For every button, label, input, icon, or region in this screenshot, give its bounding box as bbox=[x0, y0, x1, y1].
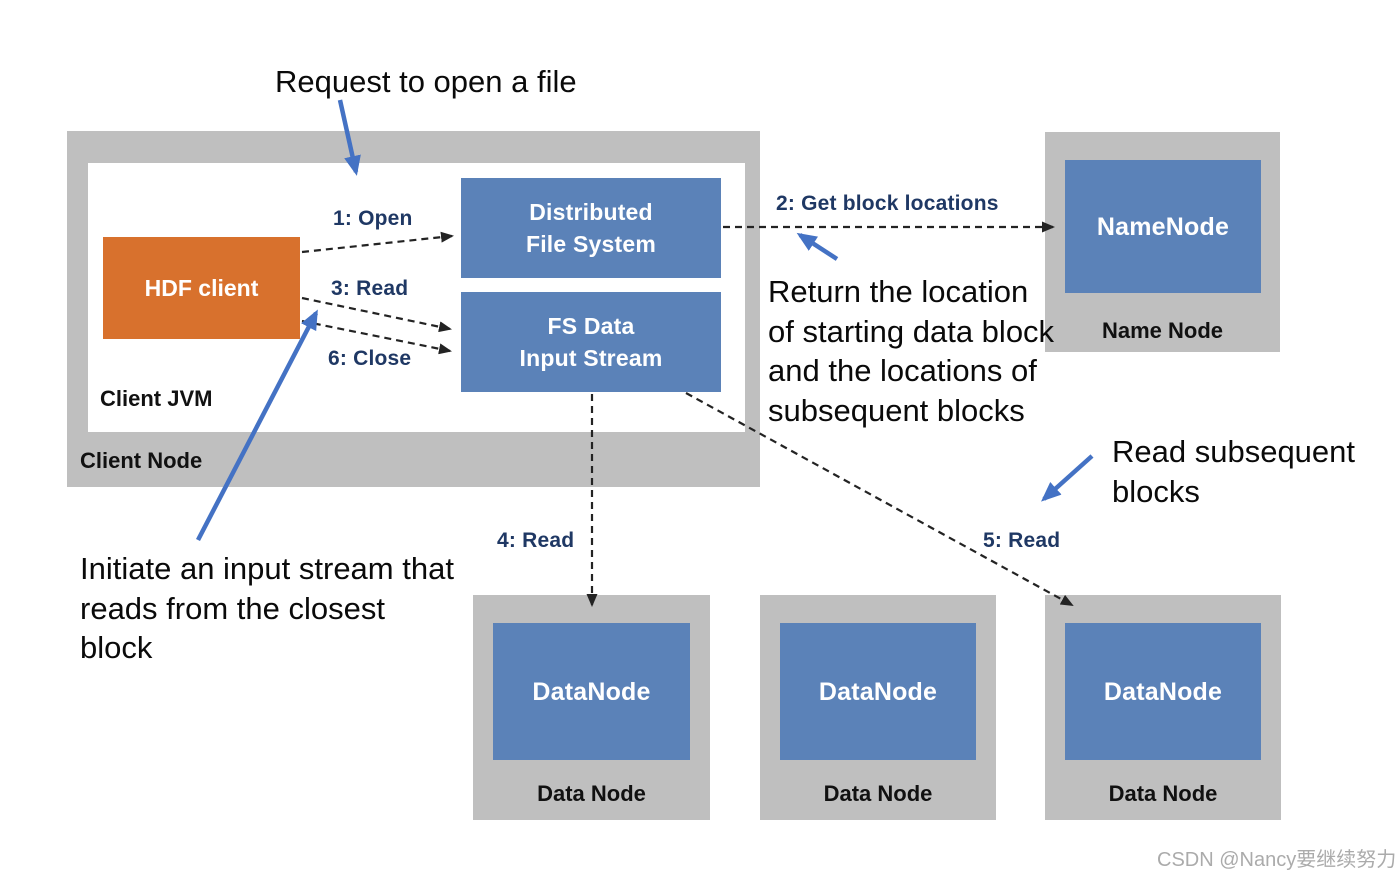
name-node-box: NameNode bbox=[1065, 160, 1261, 293]
data-node-caption-2: Data Node bbox=[823, 781, 933, 806]
step-label-open: 1: Open bbox=[333, 207, 413, 230]
data-node-caption-1: Data Node bbox=[537, 781, 646, 806]
step-label-read5: 5: Read bbox=[983, 529, 1061, 552]
fsdis-label-line2: Input Stream bbox=[519, 345, 663, 371]
hdf-client-box: HDF client bbox=[103, 237, 300, 339]
hdf-client-label: HDF client bbox=[144, 274, 259, 301]
annotation-return-location-line3: and the locations of bbox=[768, 353, 1037, 388]
step-label-read4: 4: Read bbox=[497, 529, 575, 552]
step-label-get-block-locations: 2: Get block locations bbox=[776, 192, 999, 215]
step-label-close: 6: Close bbox=[328, 347, 412, 370]
distributed-file-system-box: Distributed File System bbox=[461, 178, 721, 278]
watermark: CSDN @Nancy要继续努力 bbox=[1157, 849, 1396, 871]
fsdis-label-line1: FS Data bbox=[547, 313, 635, 339]
annotation-read-subsequent: Read subsequent blocks bbox=[1112, 432, 1355, 511]
annotation-initiate-stream-line3: block bbox=[80, 630, 153, 665]
step-label-read3: 3: Read bbox=[331, 277, 409, 300]
annotation-return-location-line4: subsequent blocks bbox=[768, 392, 1025, 428]
pointer-return-location bbox=[796, 232, 839, 261]
annotation-return-location-line2: of starting data block bbox=[768, 313, 1055, 349]
data-node-box-1-label: DataNode bbox=[532, 677, 651, 706]
data-node-caption-3: Data Node bbox=[1108, 781, 1218, 806]
client-jvm-caption: Client JVM bbox=[100, 386, 213, 411]
annotation-initiate-stream-line2: reads from the closest bbox=[80, 590, 385, 626]
dfs-label-line2: File System bbox=[525, 231, 657, 257]
pointer-read-subsequent bbox=[1041, 454, 1094, 502]
data-node-box-3-label: DataNode bbox=[1103, 677, 1223, 706]
annotation-read-subsequent-line1: Read subsequent bbox=[1112, 434, 1356, 469]
annotation-request-open: Request to open a file bbox=[275, 64, 577, 99]
annotation-initiate-stream: Initiate an input stream that reads from… bbox=[80, 549, 454, 668]
name-node-box-label: NameNode bbox=[1096, 212, 1230, 241]
annotation-initiate-stream-line1: Initiate an input stream that bbox=[80, 551, 454, 586]
client-node-caption: Client Node bbox=[80, 448, 203, 473]
data-node-box-3: DataNode bbox=[1065, 623, 1261, 760]
annotation-read-subsequent-line2: blocks bbox=[1112, 473, 1200, 509]
name-node-caption: Name Node bbox=[1101, 318, 1224, 343]
data-node-box-1: DataNode bbox=[493, 623, 690, 760]
dfs-label-line1: Distributed bbox=[529, 199, 653, 225]
annotation-return-location-line1: Return the location bbox=[768, 274, 1029, 309]
data-node-box-2-label: DataNode bbox=[818, 677, 938, 706]
annotation-return-location: Return the location of starting data blo… bbox=[768, 272, 1054, 430]
data-node-box-2: DataNode bbox=[780, 623, 976, 760]
fs-data-input-stream-box: FS Data Input Stream bbox=[461, 292, 721, 392]
